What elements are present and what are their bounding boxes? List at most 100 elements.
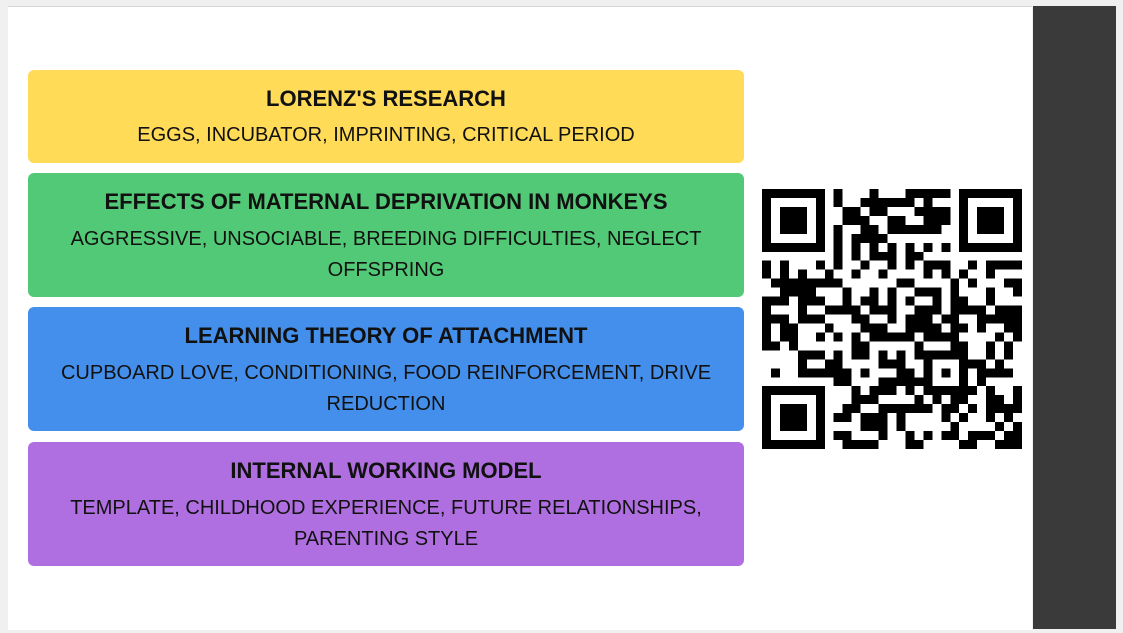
- qr-module: [815, 413, 825, 423]
- qr-module: [833, 332, 843, 342]
- qr-module: [914, 323, 924, 333]
- qr-module: [1013, 404, 1022, 414]
- qr-module: [977, 242, 987, 252]
- qr-module: [779, 206, 789, 216]
- qr-module: [788, 440, 798, 449]
- qr-module: [959, 395, 969, 405]
- qr-module: [896, 215, 906, 225]
- qr-module: [950, 386, 960, 396]
- qr-module: [797, 215, 807, 225]
- card-title: EFFECTS OF MATERNAL DEPRIVATION IN MONKE…: [104, 189, 668, 214]
- qr-module: [878, 269, 888, 279]
- window-edge: [1116, 0, 1123, 633]
- qr-module: [959, 305, 969, 315]
- qr-module: [851, 314, 861, 324]
- qr-module: [869, 242, 879, 252]
- qr-module: [1013, 233, 1022, 243]
- qr-module: [797, 314, 807, 324]
- qr-modules: [762, 189, 1022, 449]
- qr-module: [851, 386, 861, 396]
- qr-module: [815, 395, 825, 405]
- qr-module: [833, 251, 843, 261]
- qr-module: [986, 413, 996, 423]
- qr-module: [779, 215, 789, 225]
- qr-module: [762, 224, 771, 234]
- qr-module: [842, 215, 852, 225]
- card-learning-theory: LEARNING THEORY OF ATTACHMENT CUPBOARD L…: [28, 307, 744, 431]
- qr-module: [779, 422, 789, 432]
- qr-module: [905, 189, 915, 198]
- qr-module: [1004, 323, 1014, 333]
- qr-module: [932, 305, 942, 315]
- qr-module: [1013, 189, 1022, 198]
- qr-module: [860, 215, 870, 225]
- qr-module: [923, 260, 933, 270]
- qr-module: [762, 323, 771, 333]
- qr-module: [1013, 440, 1022, 449]
- qr-module: [762, 305, 771, 315]
- qr-module: [923, 224, 933, 234]
- qr-module: [860, 233, 870, 243]
- qr-module: [941, 215, 951, 225]
- qr-module: [896, 278, 906, 288]
- qr-module: [914, 377, 924, 387]
- qr-module: [1013, 431, 1022, 441]
- qr-module: [762, 413, 771, 423]
- qr-module: [797, 189, 807, 198]
- qr-module: [914, 287, 924, 297]
- qr-module: [995, 395, 1005, 405]
- qr-module: [1004, 242, 1014, 252]
- qr-module: [851, 305, 861, 315]
- qr-module: [905, 404, 915, 414]
- qr-module: [968, 404, 978, 414]
- qr-module: [959, 215, 969, 225]
- qr-module: [762, 431, 771, 441]
- qr-module: [905, 377, 915, 387]
- qr-module: [1013, 287, 1022, 297]
- qr-module: [788, 287, 798, 297]
- qr-module: [851, 404, 861, 414]
- qr-module: [788, 386, 798, 396]
- qr-module: [995, 242, 1005, 252]
- qr-module: [941, 206, 951, 216]
- qr-module: [1004, 341, 1014, 351]
- qr-module: [968, 189, 978, 198]
- qr-module: [788, 189, 798, 198]
- qr-module: [806, 242, 816, 252]
- qr-module: [977, 377, 987, 387]
- qr-module: [1013, 395, 1022, 405]
- qr-module: [770, 314, 780, 324]
- qr-module: [833, 224, 843, 234]
- qr-module: [788, 224, 798, 234]
- qr-module: [986, 206, 996, 216]
- qr-module: [932, 332, 942, 342]
- qr-module: [941, 368, 951, 378]
- qr-module: [986, 242, 996, 252]
- qr-module: [1004, 305, 1014, 315]
- qr-module: [779, 224, 789, 234]
- qr-module: [797, 359, 807, 369]
- qr-module: [986, 260, 996, 270]
- qr-module: [1013, 206, 1022, 216]
- qr-module: [887, 215, 897, 225]
- qr-module: [1013, 386, 1022, 396]
- qr-module: [797, 224, 807, 234]
- qr-module: [977, 215, 987, 225]
- qr-module: [995, 404, 1005, 414]
- qr-module: [941, 314, 951, 324]
- qr-module: [815, 260, 825, 270]
- qr-code-icon[interactable]: [762, 189, 1022, 449]
- qr-module: [1004, 368, 1014, 378]
- qr-module: [833, 242, 843, 252]
- qr-module: [1013, 242, 1022, 252]
- qr-module: [986, 350, 996, 360]
- qr-module: [923, 323, 933, 333]
- qr-module: [923, 404, 933, 414]
- qr-module: [869, 296, 879, 306]
- qr-module: [887, 386, 897, 396]
- qr-module: [923, 377, 933, 387]
- qr-module: [851, 206, 861, 216]
- qr-module: [932, 260, 942, 270]
- qr-module: [977, 314, 987, 324]
- qr-module: [905, 278, 915, 288]
